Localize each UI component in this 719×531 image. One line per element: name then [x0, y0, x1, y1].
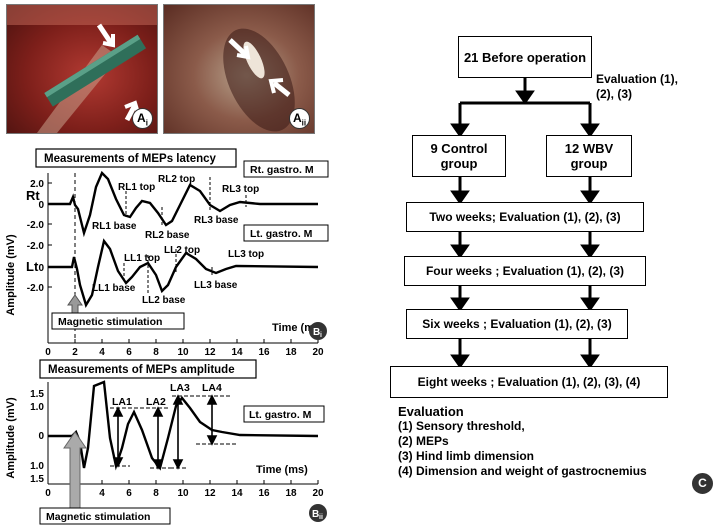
electrode-rod — [44, 34, 147, 107]
control-group-box: 9 Control group — [412, 135, 506, 177]
arrow-icon — [96, 23, 114, 45]
legend-item: (2) MEPs — [398, 434, 449, 448]
y-tick: 0 — [38, 263, 44, 274]
x-tick: 12 — [204, 347, 216, 358]
y-tick: 1.5 — [30, 474, 44, 485]
annotation-la2: LA2 — [146, 396, 166, 408]
badge-aii: Aii — [289, 108, 310, 129]
annotation-la1: LA1 — [112, 396, 132, 408]
y-axis-label: Amplitude (mV) — [5, 397, 17, 479]
annotation-la4: LA4 — [202, 382, 222, 394]
surgical-photo-aii: Aii — [163, 4, 315, 134]
annotation-rl1-top: RL1 top — [118, 182, 155, 193]
annotation-rl2-top: RL2 top — [158, 174, 195, 185]
x-tick: 14 — [231, 488, 243, 499]
svg-text:ii: ii — [319, 514, 323, 521]
annotation-la3: LA3 — [170, 382, 190, 394]
amplitude-plot: Measurements of MEPs amplitude 1.5 1.0 0… — [5, 359, 327, 525]
annotation-ll3-top: LL3 top — [228, 249, 264, 260]
rt-label: Rt — [26, 188, 40, 203]
badge-bi: B — [313, 327, 320, 338]
arrow-icon — [272, 81, 291, 97]
x-tick: 10 — [177, 488, 189, 499]
x-tick: 4 — [99, 347, 105, 358]
x-axis-label: Time (ms) — [256, 464, 308, 476]
annotation-rl1-base: RL1 base — [92, 221, 137, 232]
x-tick: 16 — [258, 347, 270, 358]
latency-plot: Measurements of MEPs latency 2.0 0 -2.0 … — [5, 148, 329, 358]
y-tick: -2.0 — [27, 283, 45, 294]
x-tick: 2 — [72, 347, 78, 358]
x-tick: 16 — [258, 488, 270, 499]
lt-label: Lt — [26, 259, 39, 274]
y-tick: 1.0 — [30, 402, 44, 413]
legend-item: (3) Hind limb dimension — [398, 449, 535, 463]
x-tick: 6 — [126, 347, 132, 358]
x-tick: 12 — [204, 488, 216, 499]
annotation-ll2-base: LL2 base — [142, 295, 186, 306]
y-tick: 1.5 — [30, 389, 44, 400]
annotation-rl3-top: RL3 top — [222, 184, 259, 195]
x-tick: 18 — [285, 488, 297, 499]
evaluation-legend: Evaluation (1) Sensory threshold, (2) ME… — [398, 404, 698, 479]
annotation-ll1-top: LL1 top — [124, 253, 160, 264]
y-tick: -2.0 — [27, 220, 45, 231]
x-tick: 14 — [231, 347, 243, 358]
x-tick: 6 — [126, 488, 132, 499]
x-tick: 10 — [177, 347, 189, 358]
latency-title-box — [35, 148, 237, 168]
x-tick: 20 — [312, 347, 324, 358]
y-axis-label: Amplitude (mV) — [5, 234, 17, 316]
y-tick: 0 — [38, 200, 44, 211]
x-tick: 18 — [285, 347, 297, 358]
flowchart-connectors — [450, 78, 600, 369]
photo-ai-illustration — [7, 5, 157, 133]
y-tick: 0 — [38, 431, 44, 442]
rt-muscle-label: Rt. gastro. M — [250, 164, 314, 176]
annotation-ll2-top: LL2 top — [164, 245, 200, 256]
two-weeks-box: Two weeks; Evaluation (1), (2), (3) — [406, 202, 644, 232]
y-tick: -2.0 — [27, 241, 45, 252]
x-tick: 8 — [153, 347, 159, 358]
x-tick: 8 — [153, 488, 159, 499]
legend-item: (4) Dimension and weight of gastrocnemiu… — [398, 464, 647, 478]
stimulus-arrow-icon — [63, 431, 87, 511]
annotation-ll3-base: LL3 base — [194, 280, 238, 291]
six-weeks-box: Six weeks ; Evaluation (1), (2), (3) — [406, 309, 628, 339]
four-weeks-box: Four weeks ; Evaluation (1), (2), (3) — [404, 256, 646, 286]
lt-trace — [48, 238, 319, 308]
legend-item: (1) Sensory threshold, — [398, 419, 525, 433]
wbv-group-box: 12 WBV group — [546, 135, 632, 177]
badge-c: C — [692, 473, 713, 494]
before-operation-box: 21 Before operation — [458, 36, 592, 78]
surgical-photo-ai: Ai — [6, 4, 158, 134]
stimulus-label: Magnetic stimulation — [58, 316, 162, 328]
photo-aii-illustration — [223, 28, 295, 132]
latency-title: Measurements of MEPs latency — [44, 153, 217, 165]
stimulus-arrow-icon — [67, 294, 83, 314]
legend-title: Evaluation — [398, 404, 464, 419]
annotation-ll1-base: LL1 base — [92, 283, 136, 294]
svg-text:i: i — [320, 332, 322, 339]
badge-ai: Ai — [132, 108, 153, 129]
amplitude-title: Measurements of MEPs amplitude — [48, 364, 235, 376]
x-tick: 4 — [99, 488, 105, 499]
badge-bii: B — [312, 509, 319, 520]
annotation-rl3-base: RL3 base — [194, 215, 239, 226]
x-tick: 0 — [45, 488, 51, 499]
arrow-icon — [124, 103, 138, 122]
lt-muscle-label: Lt. gastro. M — [250, 228, 313, 240]
amp-trace — [48, 380, 319, 471]
y-tick: 1.0 — [30, 461, 44, 472]
arrow-icon — [228, 38, 248, 57]
eight-weeks-box: Eight weeks ; Evaluation (1), (2), (3), … — [390, 366, 668, 398]
annotation-rl2-base: RL2 base — [145, 230, 190, 241]
stimulus-label: Magnetic stimulation — [46, 511, 150, 523]
start-evaluation-label: Evaluation (1), (2), (3) — [596, 72, 679, 101]
y-tick: 2.0 — [30, 179, 44, 190]
amp-muscle-label: Lt. gastro. M — [249, 409, 312, 421]
rt-trace — [48, 170, 318, 238]
x-tick: 0 — [45, 347, 51, 358]
x-tick: 20 — [312, 488, 324, 499]
